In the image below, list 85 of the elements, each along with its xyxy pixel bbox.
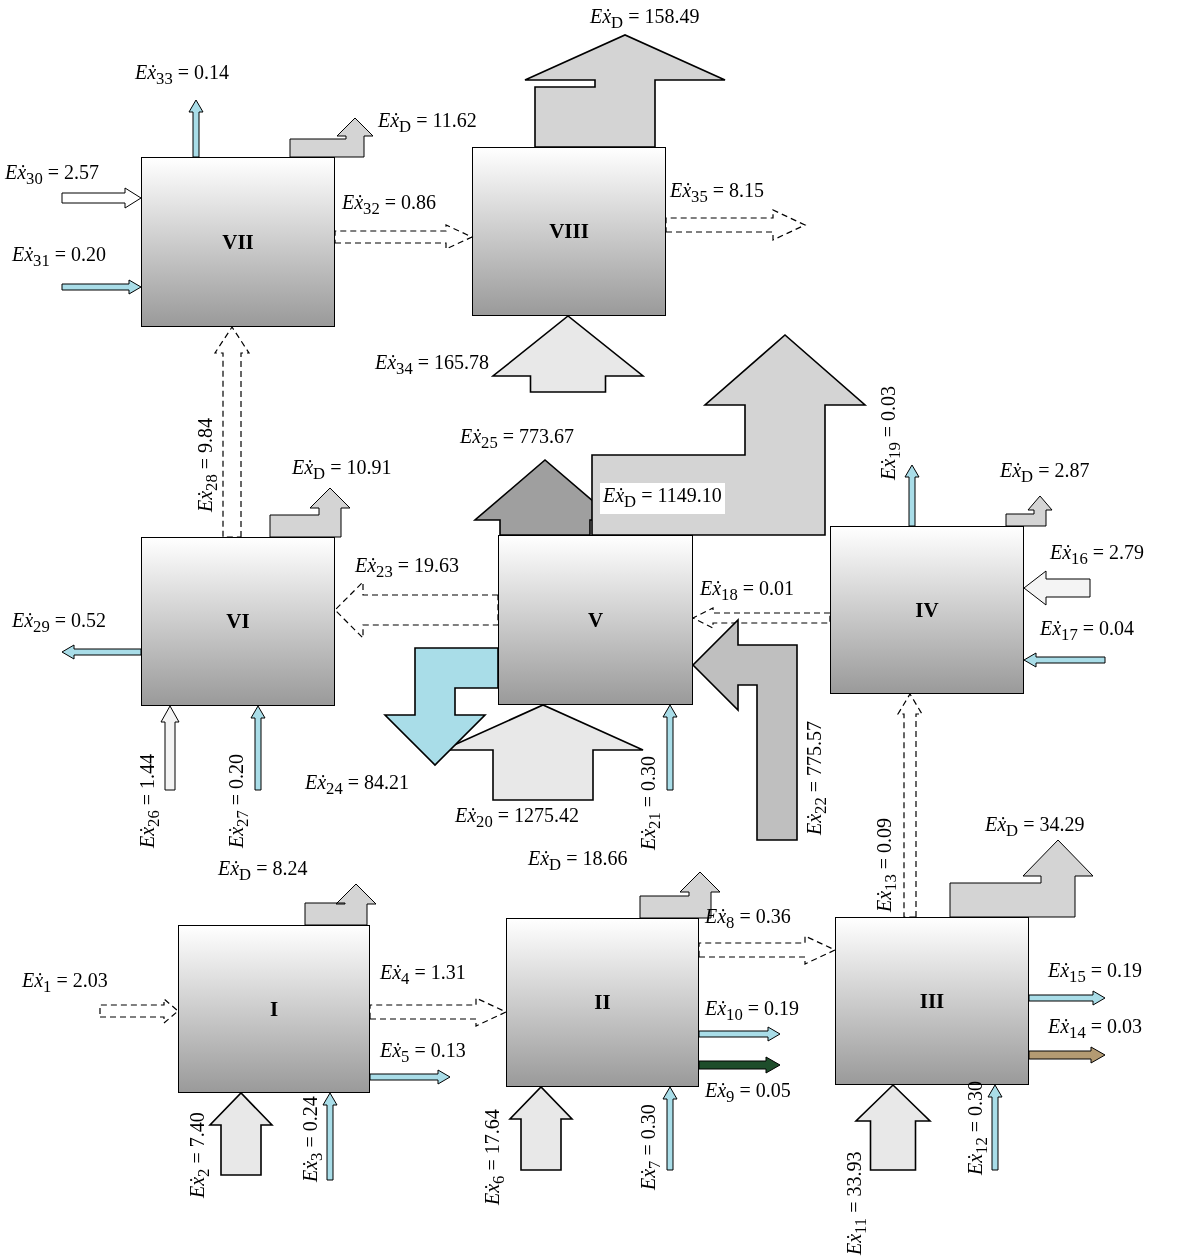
edge-label: Eẋ$_{9}$ = 0.05 [705,1078,791,1108]
arrow [208,1091,274,1176]
box-label: III [919,988,945,1014]
process-box [178,925,370,1093]
process-box [472,147,666,316]
edge-label: Eẋ$_{1}$ = 2.03 [22,968,108,998]
edge-label: Eẋ$_{10}$ = 0.19 [705,996,800,1026]
edge-label: Eẋ$_{D}$ = 2.87 [1000,458,1090,488]
arrow [304,883,377,926]
arrow [904,464,920,527]
process-box [498,535,693,705]
arrow [334,580,499,640]
edge-label: Eẋ$_{D}$ = 158.49 [590,4,700,34]
edge-label: Eẋ$_{31}$ = 0.20 [12,242,107,272]
arrow [896,692,924,918]
arrow [508,1085,574,1171]
edge-label: Eẋ$_{8}$ = 0.36 [705,904,791,934]
arrow [1023,652,1106,668]
edge-label: Eẋ$_{D}$ = 1149.10 [600,483,725,514]
arrow [383,647,499,767]
edge-label: Eẋ$_{33}$ = 0.14 [135,60,230,90]
arrow [250,705,266,791]
process-box [830,526,1024,694]
edge-label: Eẋ$_{4}$ = 1.31 [380,960,466,990]
edge-label: Eẋ$_{25}$ = 773.67 [460,424,575,454]
box-label: VIII [549,219,589,244]
box-label: I [269,996,279,1022]
edge-label: Eẋ$_{D}$ = 11.62 [378,108,477,138]
arrow [662,1086,678,1171]
edge-label: Eẋ$_{24}$ = 84.21 [305,770,410,800]
arrow [524,34,726,148]
process-box [141,157,335,327]
edge-label: Eẋ$_{D}$ = 34.29 [985,812,1085,842]
arrow [369,1069,451,1085]
arrow [665,209,807,241]
edge-label: Eẋ$_{20}$ = 1275.42 [455,803,580,833]
arrow [369,997,508,1027]
arrow [61,279,142,295]
arrow [698,1056,781,1074]
box-label: II [594,990,611,1015]
arrow [160,705,180,791]
edge-label: Eẋ$_{32}$ = 0.86 [342,190,437,220]
arrow [1028,990,1106,1006]
arrow [987,1084,1003,1171]
edge-label: Eẋ$_{16}$ = 2.79 [1050,540,1145,570]
arrow [691,607,831,629]
arrow [269,487,351,538]
arrow [99,997,179,1025]
arrow [698,1026,781,1042]
edge-label: Eẋ$_{14}$ = 0.03 [1048,1014,1143,1044]
process-box [141,537,335,706]
edge-label: Eẋ$_{D}$ = 10.91 [292,455,392,485]
arrow [662,704,678,791]
process-box [506,918,699,1087]
edge-label: Eẋ$_{23}$ = 19.63 [355,553,460,583]
arrow [188,99,204,158]
arrow [334,224,474,250]
edge-label: Eẋ$_{35}$ = 8.15 [670,178,765,208]
arrow [289,117,374,158]
box-label: VI [226,609,250,634]
arrow [639,871,721,919]
edge-label: Eẋ$_{17}$ = 0.04 [1040,616,1135,646]
box-label: IV [915,597,939,623]
arrow [322,1092,338,1181]
arrow [854,1083,932,1171]
arrow [213,325,251,538]
arrow [1028,1046,1106,1064]
box-label: VII [222,229,254,255]
arrow [1023,570,1091,606]
edge-label: Eẋ$_{15}$ = 0.19 [1048,958,1143,988]
arrow [949,839,1094,918]
arrow [61,187,142,209]
edge-label: Eẋ$_{D}$ = 18.66 [528,846,628,876]
edge-label: Eẋ$_{30}$ = 2.57 [5,160,100,190]
edge-label: Eẋ$_{34}$ = 165.78 [375,350,490,380]
arrow [61,644,142,660]
edge-label: Eẋ$_{5}$ = 0.13 [380,1038,466,1068]
arrow [691,618,798,841]
edge-label: Eẋ$_{18}$ = 0.01 [700,576,795,606]
edge-label: Eẋ$_{29}$ = 0.52 [12,608,107,638]
box-label: V [587,607,604,633]
arrow [1005,495,1053,527]
arrow [698,935,837,965]
arrow [490,314,646,393]
edge-label: Eẋ$_{D}$ = 8.24 [218,856,308,886]
